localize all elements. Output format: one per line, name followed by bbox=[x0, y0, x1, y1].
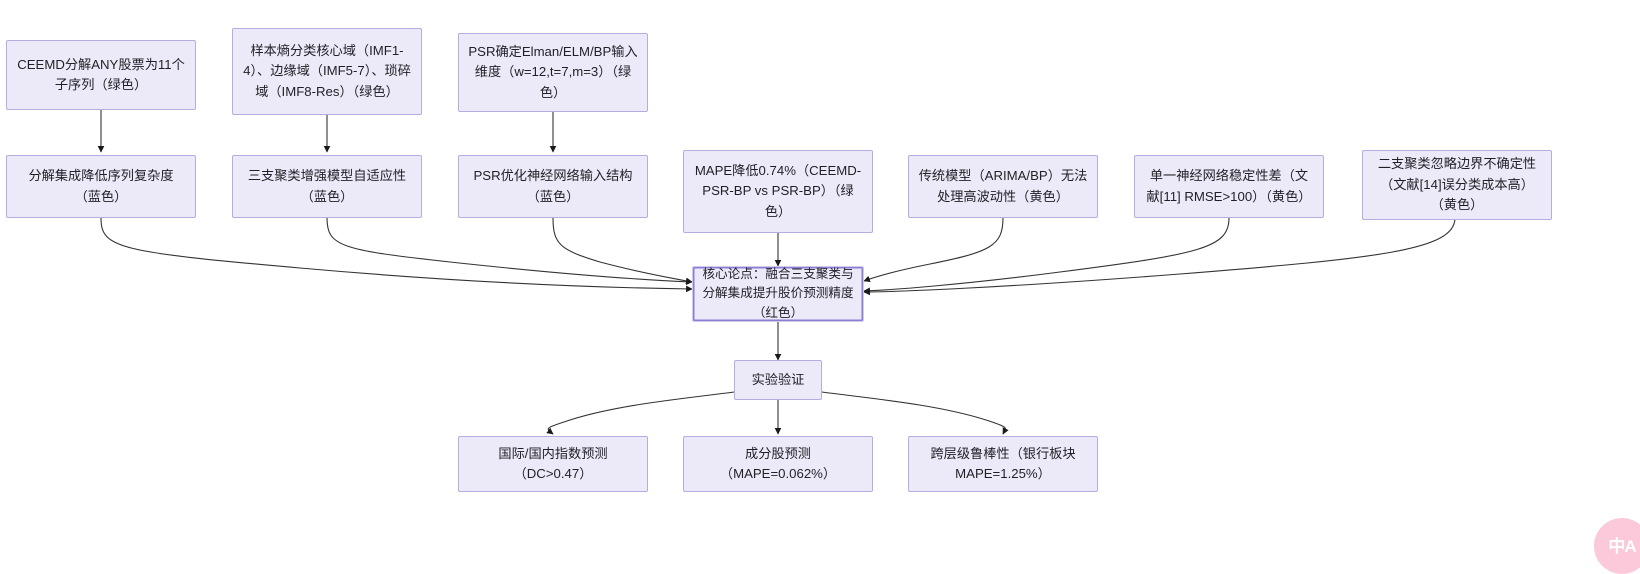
edge-n10-core bbox=[863, 217, 1456, 296]
node-two-way-clustering-limitation[interactable]: 二支聚类忽略边界不确定性（文献[14]误分类成本高）（黄色） bbox=[1362, 150, 1552, 220]
node-ceemd-decomposition[interactable]: CEEMD分解ANY股票为11个子序列（绿色） bbox=[6, 40, 196, 110]
node-label: 成分股预测（MAPE=0.062%） bbox=[719, 445, 837, 481]
node-traditional-models-limitation[interactable]: 传统模型（ARIMA/BP）无法处理高波动性（黄色） bbox=[908, 155, 1098, 218]
node-label: 二支聚类忽略边界不确定性（文献[14]误分类成本高）（黄色） bbox=[1377, 156, 1537, 213]
edge-n4-core bbox=[100, 217, 693, 293]
edge-n8-core bbox=[863, 217, 1004, 283]
node-label: PSR优化神经网络输入结构（蓝色） bbox=[473, 168, 633, 204]
node-label: 样本熵分类核心域（IMF1-4）、边缘域（IMF5-7）、琐碎域（IMF8-Re… bbox=[243, 42, 411, 99]
node-label: PSR确定Elman/ELM/BP输入维度（w=12,t=7,m=3）（绿色） bbox=[468, 43, 638, 100]
node-index-prediction-result[interactable]: 国际/国内指数预测（DC>0.47） bbox=[458, 436, 648, 492]
node-label: 跨层级鲁棒性（银行板块MAPE=1.25%） bbox=[930, 445, 1076, 481]
node-label: MAPE降低0.74%（CEEMD-PSR-BP vs PSR-BP）（绿色） bbox=[694, 162, 862, 219]
node-experimental-validation[interactable]: 实验验证 bbox=[734, 360, 822, 400]
node-label: 单一神经网络稳定性差（文献[11] RMSE>100）（黄色） bbox=[1146, 168, 1312, 204]
edge-n5-core bbox=[326, 217, 693, 286]
node-label: 三支聚类增强模型自适应性（蓝色） bbox=[247, 168, 407, 204]
node-mape-improvement[interactable]: MAPE降低0.74%（CEEMD-PSR-BP vs PSR-BP）（绿色） bbox=[683, 150, 873, 233]
watermark-text: 中A bbox=[1608, 536, 1636, 556]
node-cross-level-robustness-result[interactable]: 跨层级鲁棒性（银行板块MAPE=1.25%） bbox=[908, 436, 1098, 492]
node-label: 分解集成降低序列复杂度（蓝色） bbox=[28, 168, 174, 204]
node-core-argument[interactable]: 核心论点：融合三支聚类与分解集成提升股价预测精度（红色） bbox=[692, 266, 864, 322]
node-label: 传统模型（ARIMA/BP）无法处理高波动性（黄色） bbox=[918, 168, 1088, 204]
node-psr-optimizes-network-input[interactable]: PSR优化神经网络输入结构（蓝色） bbox=[458, 155, 648, 218]
node-constituent-stock-result[interactable]: 成分股预测（MAPE=0.062%） bbox=[683, 436, 873, 492]
edge-n11-n14 bbox=[821, 391, 1009, 435]
node-psr-input-dimension[interactable]: PSR确定Elman/ELM/BP输入维度（w=12,t=7,m=3）（绿色） bbox=[458, 33, 648, 112]
node-sample-entropy-classification[interactable]: 样本熵分类核心域（IMF1-4）、边缘域（IMF5-7）、琐碎域（IMF8-Re… bbox=[232, 28, 422, 115]
edge-n11-n12 bbox=[546, 391, 735, 435]
node-decomposition-reduces-complexity[interactable]: 分解集成降低序列复杂度（蓝色） bbox=[6, 155, 196, 218]
node-label: 实验验证 bbox=[751, 371, 805, 387]
edge-n6-core bbox=[552, 217, 693, 285]
node-label: CEEMD分解ANY股票为11个子序列（绿色） bbox=[17, 56, 185, 92]
node-label: 核心论点：融合三支聚类与分解集成提升股价预测精度（红色） bbox=[702, 266, 854, 320]
edge-n9-core bbox=[863, 217, 1230, 295]
node-label: 国际/国内指数预测（DC>0.47） bbox=[498, 445, 608, 481]
node-single-network-instability[interactable]: 单一神经网络稳定性差（文献[11] RMSE>100）（黄色） bbox=[1134, 155, 1324, 218]
node-three-way-clustering-adaptivity[interactable]: 三支聚类增强模型自适应性（蓝色） bbox=[232, 155, 422, 218]
watermark-badge: 中A bbox=[1594, 518, 1640, 574]
